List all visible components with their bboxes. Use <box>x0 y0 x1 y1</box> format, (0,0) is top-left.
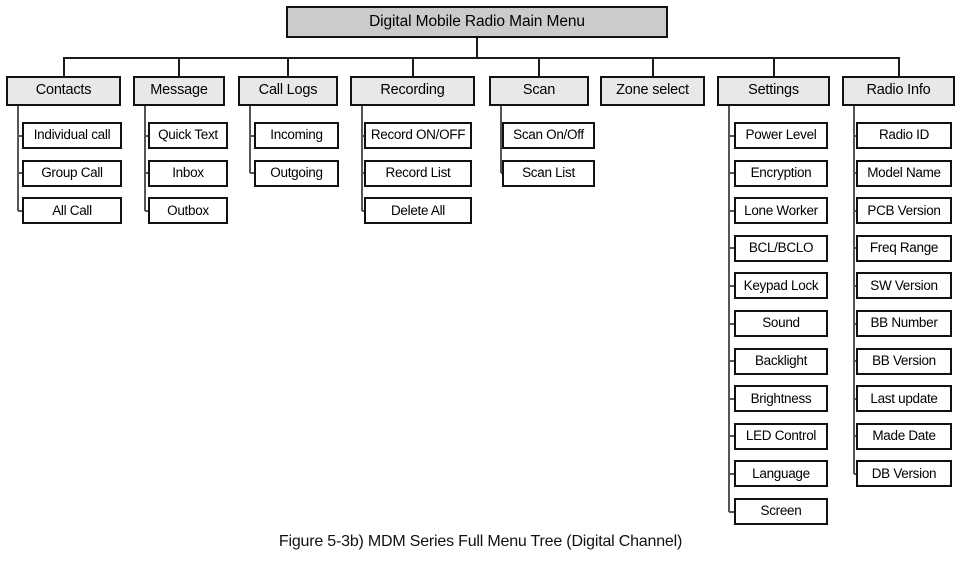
menu-node-call-logs: Call Logs <box>238 76 338 106</box>
submenu-node-scan-scan-list: Scan List <box>502 159 595 187</box>
submenu-node-settings-language: Language <box>734 460 828 488</box>
submenu-node-settings-lone-worker: Lone Worker <box>734 197 828 225</box>
connector-line <box>62 57 65 76</box>
submenu-node-contacts-individual-call: Individual call <box>22 122 122 149</box>
menu-node-settings: Settings <box>717 76 830 106</box>
submenu-node-radio-info-sw-version: SW Version <box>856 272 952 300</box>
submenu-node-radio-info-bb-number: BB Number <box>856 310 952 337</box>
submenu-node-call-logs-incoming: Incoming <box>254 122 339 149</box>
submenu-node-radio-info-last-update: Last update <box>856 385 952 413</box>
submenu-node-settings-encryption: Encryption <box>734 159 828 187</box>
submenu-node-settings-brightness: Brightness <box>734 385 828 413</box>
connector-line <box>728 106 730 512</box>
connector-line <box>178 57 180 76</box>
connector-line <box>361 106 363 211</box>
connector-line <box>144 106 146 211</box>
connector-line <box>853 106 855 474</box>
connector-line <box>538 57 540 76</box>
menu-node-recording: Recording <box>350 76 475 106</box>
submenu-node-message-outbox: Outbox <box>148 197 228 225</box>
submenu-node-radio-info-made-date: Made Date <box>856 422 952 450</box>
submenu-node-message-inbox: Inbox <box>148 159 228 187</box>
connector-line <box>287 57 289 76</box>
figure-caption: Figure 5-3b) MDM Series Full Menu Tree (… <box>278 533 683 550</box>
submenu-node-recording-delete-all: Delete All <box>364 197 472 225</box>
submenu-node-settings-keypad-lock: Keypad Lock <box>734 272 828 300</box>
submenu-node-contacts-all-call: All Call <box>22 197 122 225</box>
connector-line <box>476 38 478 57</box>
connector-line <box>651 57 654 76</box>
connector-line <box>63 57 899 59</box>
connector-line <box>897 57 900 76</box>
connector-line <box>411 57 414 76</box>
submenu-node-recording-record-on-off: Record ON/OFF <box>364 122 472 149</box>
submenu-node-scan-scan-on-off: Scan On/Off <box>502 122 595 149</box>
submenu-node-radio-info-db-version: DB Version <box>856 460 952 488</box>
submenu-node-radio-info-radio-id: Radio ID <box>856 122 952 149</box>
connector-line <box>17 106 19 211</box>
menu-node-message: Message <box>133 76 225 106</box>
submenu-node-settings-sound: Sound <box>734 310 828 337</box>
submenu-node-message-quick-text: Quick Text <box>148 122 228 149</box>
submenu-node-radio-info-bb-version: BB Version <box>856 347 952 375</box>
menu-node-zone-select: Zone select <box>600 76 705 106</box>
submenu-node-settings-power-level: Power Level <box>734 122 828 149</box>
connector-line <box>772 57 775 76</box>
submenu-node-settings-screen: Screen <box>734 498 828 525</box>
submenu-node-contacts-group-call: Group Call <box>22 159 122 187</box>
submenu-node-settings-bcl-bclo: BCL/BCLO <box>734 234 828 262</box>
submenu-node-call-logs-outgoing: Outgoing <box>254 159 339 187</box>
connector-line <box>249 106 251 174</box>
submenu-node-radio-info-model-name: Model Name <box>856 159 952 187</box>
submenu-node-settings-led-control: LED Control <box>734 422 828 450</box>
diagram-title-box: Digital Mobile Radio Main Menu <box>286 6 668 38</box>
menu-node-radio-info: Radio Info <box>842 76 955 106</box>
submenu-node-recording-record-list: Record List <box>364 159 472 187</box>
submenu-node-settings-backlight: Backlight <box>734 347 828 375</box>
submenu-node-radio-info-freq-range: Freq Range <box>856 234 952 262</box>
submenu-node-radio-info-pcb-version: PCB Version <box>856 197 952 225</box>
menu-node-scan: Scan <box>489 76 589 106</box>
menu-node-contacts: Contacts <box>6 76 121 106</box>
